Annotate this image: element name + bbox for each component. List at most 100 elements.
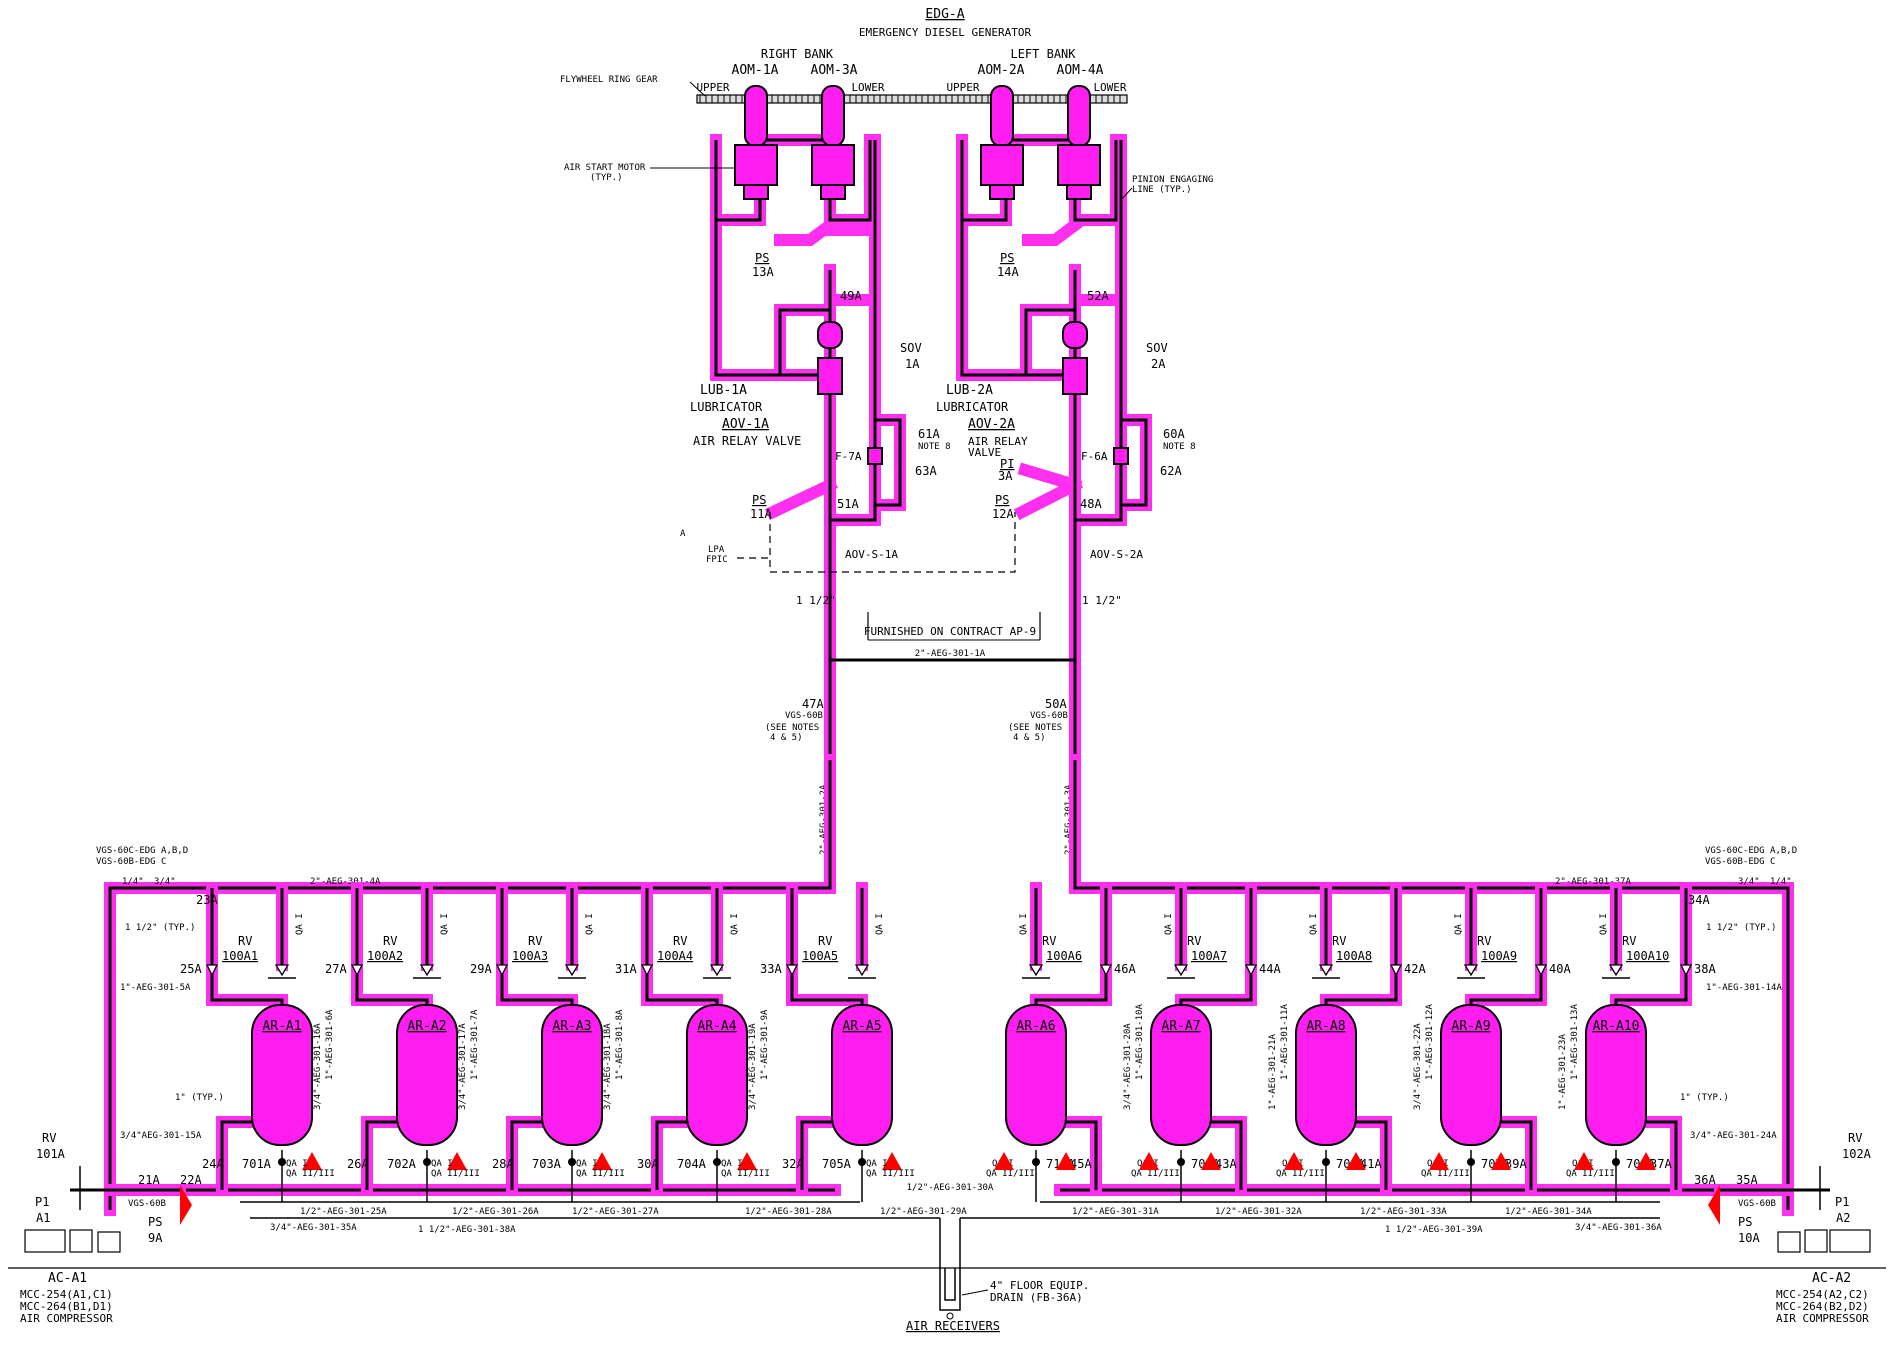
vgs-21a: VGS-60B xyxy=(128,1199,166,1209)
typ-1-right: 1" (TYP.) xyxy=(1680,1093,1729,1103)
air-start-motor-typ: (TYP.) xyxy=(590,173,623,183)
rv-tag-4: 100A5 xyxy=(802,949,838,963)
drawing-title: EDG-A xyxy=(925,7,964,22)
vert-left-b-2: 1"-AEG-301-8A xyxy=(615,1009,625,1080)
right-bank-label: RIGHT BANK xyxy=(761,47,834,61)
vert-left-3: 3/4"-AEG-301-19A xyxy=(748,1023,758,1110)
iso-label-8: 39A xyxy=(1505,1157,1527,1171)
floor-drain-label-1: 4" FLOOR EQUIP. xyxy=(990,1279,1089,1292)
air-start-motors xyxy=(734,85,1101,200)
ac-a1-mcc1: MCC-254(A1,C1) xyxy=(20,1288,113,1301)
relief-marker-4 xyxy=(882,1152,902,1170)
qa-vert-1: QA I xyxy=(440,913,450,935)
vert-right-b-0: 1"-AEG-301-10A xyxy=(1135,1004,1145,1080)
aov-2a-body xyxy=(1062,321,1088,349)
rv-tag-9: 100A10 xyxy=(1626,949,1669,963)
vert-right-2: 3/4"-AEG-301-22A xyxy=(1413,1023,1423,1110)
rv-102a-label: RV xyxy=(1848,1131,1862,1145)
qa-vert-6: QA I xyxy=(1164,913,1174,935)
size-left-1: 1/4" xyxy=(122,877,144,887)
rv-label-2: RV xyxy=(528,934,542,948)
valve-50a-label: 50A xyxy=(1045,697,1067,711)
note-8-left: NOTE 8 xyxy=(918,442,951,452)
floor-drain-label-2: DRAIN (FB-36A) xyxy=(990,1291,1083,1304)
relief-marker-22a xyxy=(180,1185,192,1225)
rv-tag-1: 100A2 xyxy=(367,949,403,963)
iso-label-7: 41A xyxy=(1360,1157,1382,1171)
valve-36a: 36A xyxy=(1694,1173,1716,1187)
motor-label-aom-2a: AOM-2A xyxy=(978,63,1025,78)
vert-left-2: 3/4"-AEG-301-18A xyxy=(603,1023,613,1110)
inlet-label-9: 38A xyxy=(1694,962,1716,976)
filter-f7a xyxy=(867,447,883,465)
qa-vert-4: QA I xyxy=(875,913,885,935)
qa-vert-3: QA I xyxy=(730,913,740,935)
air-start-motor-callout: AIR START MOTOR xyxy=(564,163,646,173)
drain-label-1: 702A xyxy=(387,1157,417,1171)
ps-10a-label: PS xyxy=(1738,1215,1752,1229)
ac-a1-name: AC-A1 xyxy=(48,1271,87,1286)
rv-label-8: RV xyxy=(1477,934,1491,948)
rv-label-3: RV xyxy=(673,934,687,948)
relief-marker-0 xyxy=(302,1152,322,1170)
valve-52a-label: 52A xyxy=(1087,289,1109,303)
qa-drain-0: QA I xyxy=(286,1159,308,1169)
qa-drain2-8: QA II/III xyxy=(1421,1169,1470,1179)
drain-left-label: 3/4"AEG-301-15A xyxy=(120,1131,202,1141)
relief-marker-9 xyxy=(1636,1152,1656,1170)
aov-2a-desc: AIR RELAY xyxy=(968,435,1028,448)
ps-13a-tag: 13A xyxy=(752,265,774,279)
vert-left-b-0: 1"-AEG-301-6A xyxy=(325,1009,335,1080)
valve-48a-label: 48A xyxy=(1080,497,1102,511)
drain-label-3: 704A xyxy=(677,1157,707,1171)
branch-right-label: 1"-AEG-301-14A xyxy=(1706,983,1782,993)
typ-15-right: 1 1/2" (TYP.) xyxy=(1706,923,1776,933)
valve-51a-label: 51A xyxy=(837,497,859,511)
motor-label-aom-4a: AOM-4A xyxy=(1057,63,1104,78)
inlet-label-0: 25A xyxy=(180,962,202,976)
qa-vert-8: QA I xyxy=(1454,913,1464,935)
vert-right-0: 3/4"-AEG-301-20A xyxy=(1123,1023,1133,1110)
rv-label-4: RV xyxy=(818,934,832,948)
rv-tag-2: 100A3 xyxy=(512,949,548,963)
bottom-left-a: 3/4"-AEG-301-35A xyxy=(270,1223,357,1233)
inlet-label-1: 27A xyxy=(325,962,347,976)
iso-label-6: 43A xyxy=(1215,1157,1237,1171)
drain-line-label-8: 1/2"-AEG-301-34A xyxy=(1505,1207,1592,1217)
drain-label-4: 705A xyxy=(822,1157,852,1171)
lower-label-2: LOWER xyxy=(1093,81,1126,94)
vgs-50a-label: VGS-60B xyxy=(1030,711,1068,721)
iso-label-5: 45A xyxy=(1070,1157,1092,1171)
qa-vert-2: QA I xyxy=(585,913,595,935)
qa-vert-0: QA I xyxy=(295,913,305,935)
receiver-name-5: AR-A6 xyxy=(1016,1019,1055,1034)
relief-marker-3 xyxy=(737,1152,757,1170)
header-left-label: 2"-AEG-301-4A xyxy=(310,877,381,887)
crossover-line: 2"-AEG-301-1A 2"-AEG-301-2A 2"-AEG-301-3… xyxy=(819,649,1075,855)
qa-vert-5: QA I xyxy=(1019,913,1029,935)
rv-label-0: RV xyxy=(238,934,252,948)
see-notes-left-2: 4 & 5) xyxy=(770,733,803,743)
pipe-size-right: 1 1/2" xyxy=(1082,594,1122,607)
iso-label-1: 26A xyxy=(347,1157,369,1171)
p1-right-tag: A2 xyxy=(1836,1211,1850,1225)
lub-2a-desc: LUBRICATOR xyxy=(936,400,1009,414)
aov-s-1a-label: AOV-S-1A xyxy=(845,548,898,561)
inlet-label-8: 40A xyxy=(1549,962,1571,976)
iso-label-3: 30A xyxy=(637,1157,659,1171)
drain-label-0: 701A xyxy=(242,1157,272,1171)
air-start-motor-aom-1a xyxy=(734,85,778,200)
rv-label-6: RV xyxy=(1187,934,1201,948)
vert-left-1: 3/4"-AEG-301-17A xyxy=(458,1023,468,1110)
vgs-top-left: VGS-60C-EDG A,B,D xyxy=(96,846,188,856)
left-bank-label: LEFT BANK xyxy=(1010,47,1076,61)
valve-34a: 34A xyxy=(1688,893,1710,907)
lub-1a-label: LUB-1A xyxy=(700,383,747,398)
